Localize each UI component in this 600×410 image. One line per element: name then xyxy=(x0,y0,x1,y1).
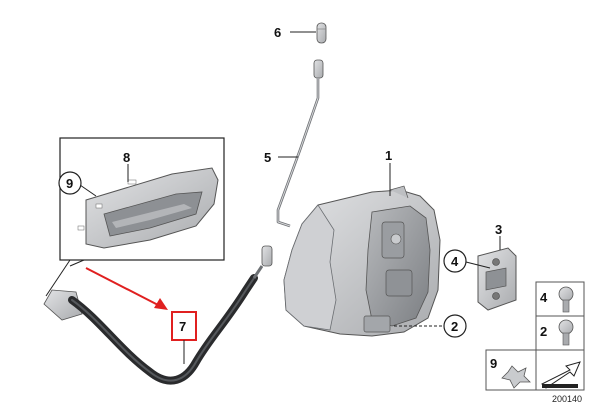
callout-2: 2 xyxy=(451,319,458,334)
direction-arrow-icon xyxy=(541,361,581,389)
callout-9-circle xyxy=(58,171,82,195)
callout-4-circle xyxy=(443,249,467,273)
legend-num-2: 2 xyxy=(540,324,547,339)
part-6-pin xyxy=(316,22,327,44)
legend-num-9: 9 xyxy=(490,356,497,371)
callout-1: 1 xyxy=(385,148,392,163)
highlight-arrow xyxy=(85,267,161,307)
callout-5: 5 xyxy=(264,150,271,165)
legend-num-4: 4 xyxy=(540,290,548,305)
clip-9-icon xyxy=(501,365,531,389)
part-7-cable xyxy=(43,245,273,385)
screw-2-icon xyxy=(558,319,574,346)
callout-3: 3 xyxy=(495,222,502,237)
callout-4: 4 xyxy=(451,254,459,269)
callout-6: 6 xyxy=(274,25,281,40)
callout-8: 8 xyxy=(123,150,130,165)
callout-9: 9 xyxy=(66,176,73,191)
callout-2-circle xyxy=(443,314,467,338)
part-1-door-lock xyxy=(283,185,441,337)
highlight-arrowhead xyxy=(154,298,168,310)
screw-4-icon xyxy=(558,286,574,313)
callout-7: 7 xyxy=(179,319,186,334)
leader-4 xyxy=(465,261,491,269)
part-8-door-handle xyxy=(77,167,219,249)
part-3-striker xyxy=(477,247,517,311)
part-5-rod xyxy=(276,59,324,228)
leader-9-inset xyxy=(79,184,97,197)
diagram-id: 200140 xyxy=(552,394,582,404)
